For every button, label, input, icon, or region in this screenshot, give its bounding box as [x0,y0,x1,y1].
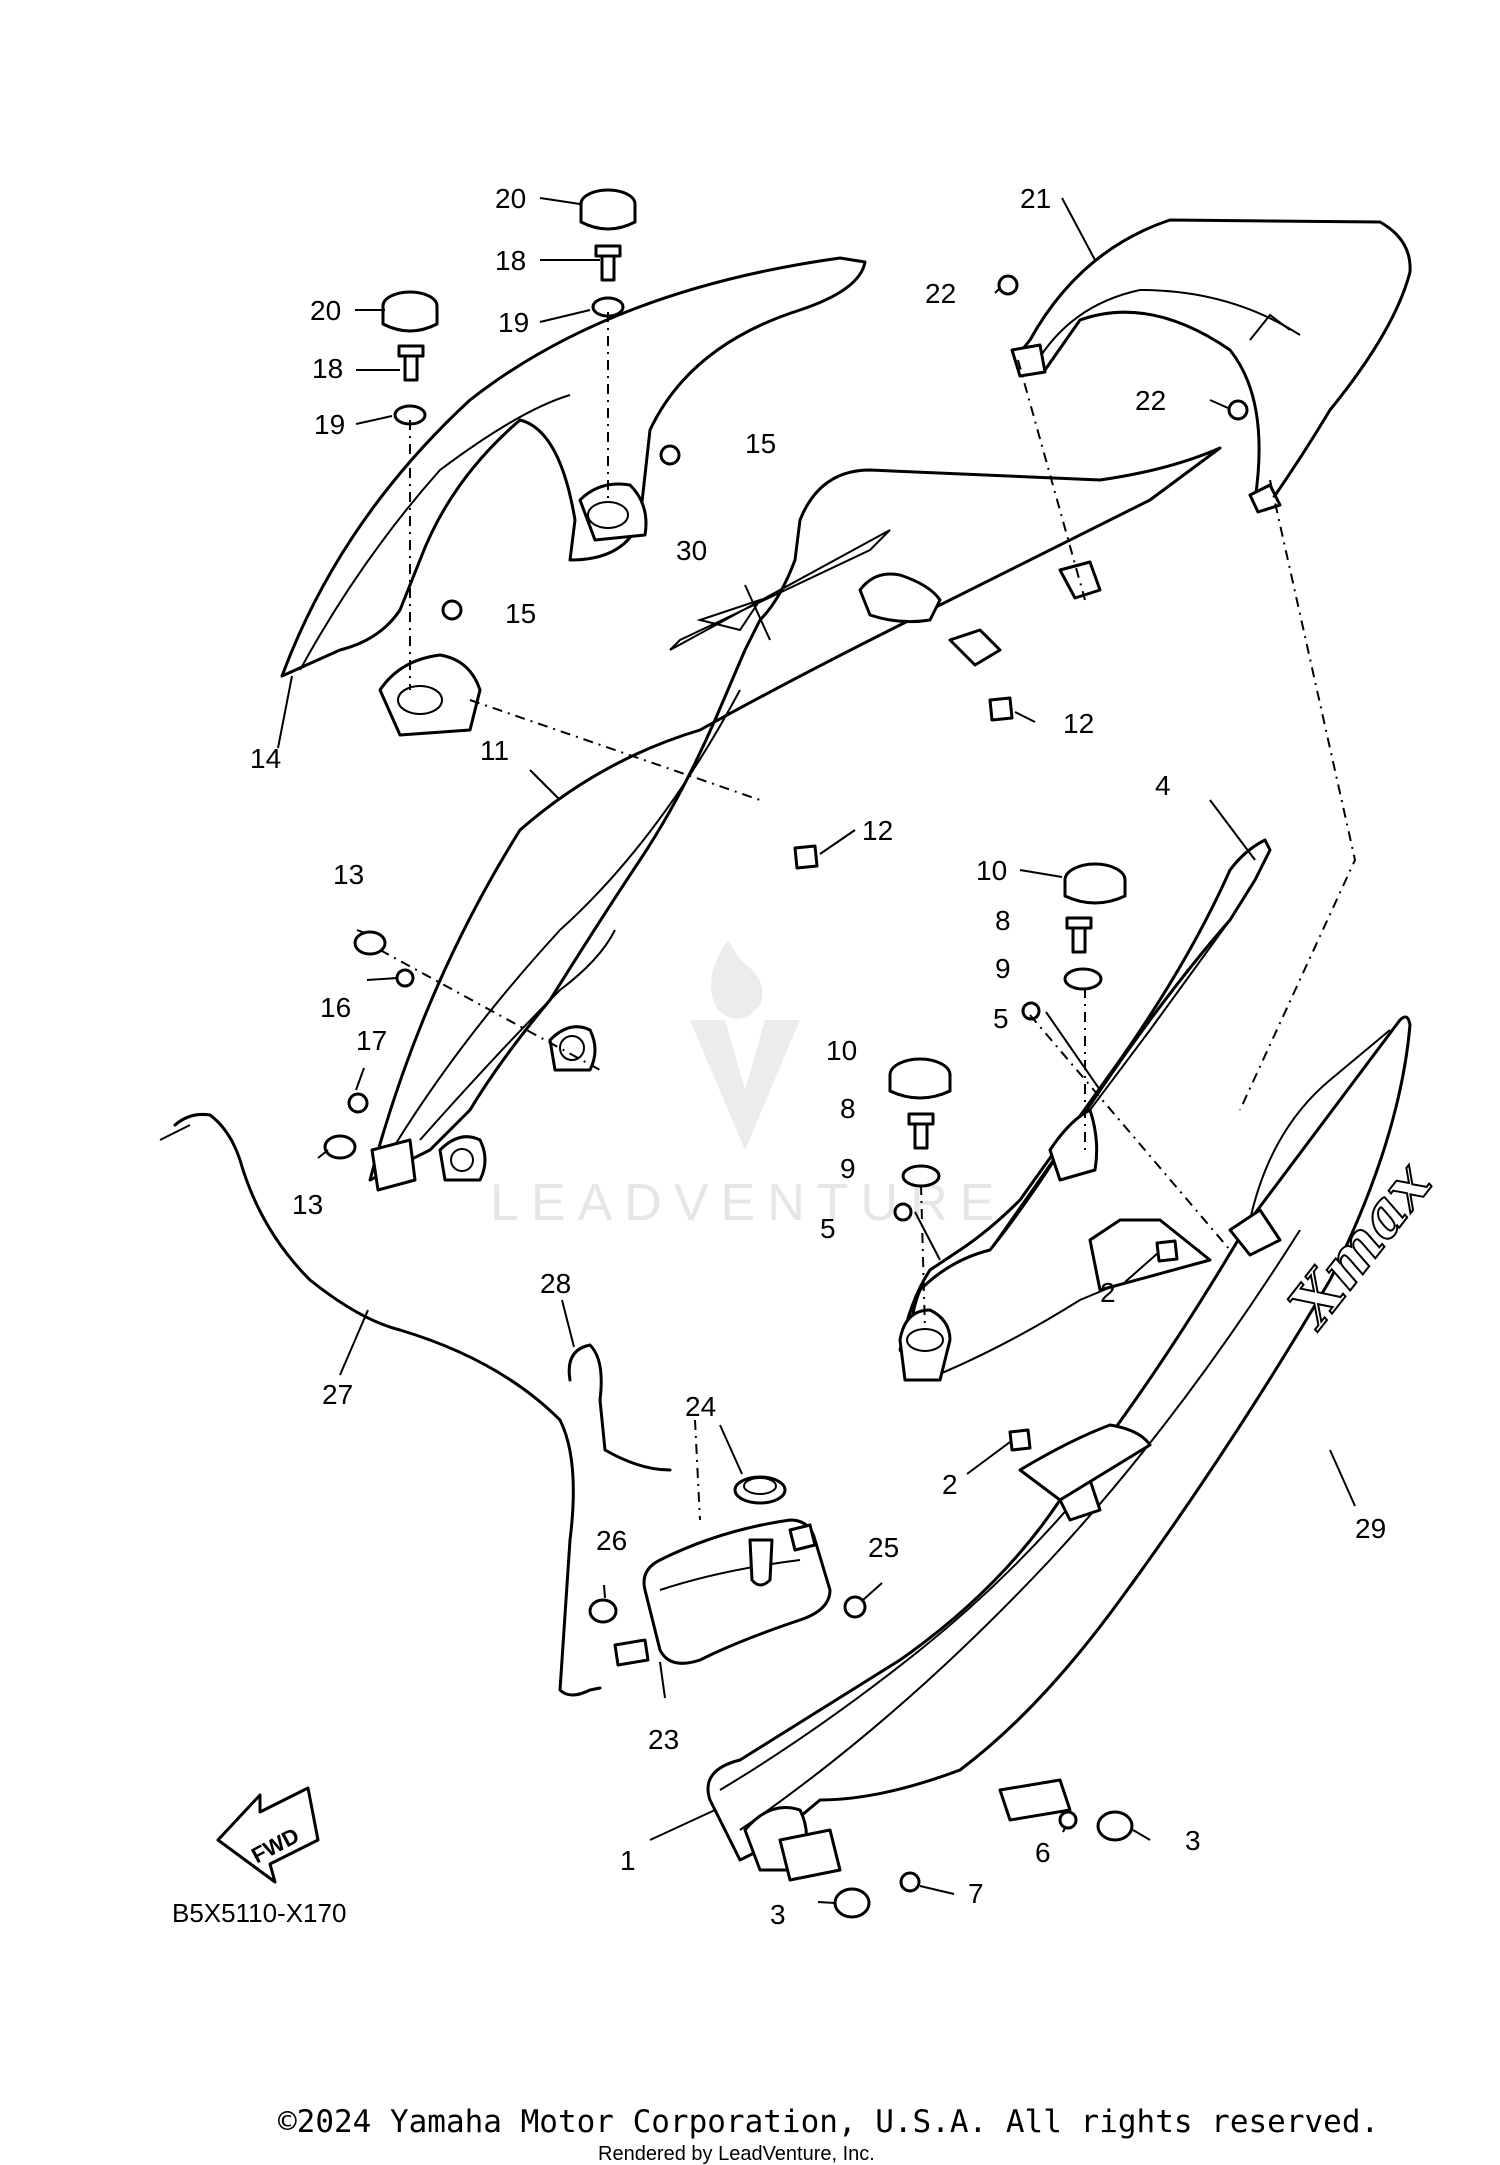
callout-18: 18 [312,353,343,384]
diagram-code: B5X5110-X170 [172,1898,346,1928]
callout-9: 9 [995,953,1011,984]
callout-13: 13 [292,1189,323,1220]
callout-18: 18 [495,245,526,276]
callout-19: 19 [498,307,529,338]
rendered-by-text: Rendered by LeadVenture, Inc. [598,2143,875,2165]
part-15-screw-b [441,599,463,621]
callout-21: 21 [1020,183,1051,214]
part-27-hose [159,1113,602,1697]
callout-17: 17 [356,1025,387,1056]
copyright-text: ©2024 Yamaha Motor Corporation, U.S.A. A… [278,2104,1379,2140]
callout-15: 15 [505,598,536,629]
part-6-screw [1058,1810,1078,1830]
part-22-screw-b [1227,399,1249,421]
callout-25: 25 [868,1532,899,1563]
callout-28: 28 [540,1268,571,1299]
callout-2: 2 [1100,1277,1116,1308]
callout-23: 23 [648,1724,679,1755]
part-23-reservoir-tank [613,1518,832,1667]
part-16-screw [395,968,415,988]
callouts: 20 18 19 20 18 19 15 15 14 30 21 22 22 1… [250,183,1386,1930]
part-22-screw-a [997,274,1019,296]
part-12-nut-a [988,696,1014,722]
part-14-front-upper-cover [280,256,867,737]
callout-13: 13 [333,859,364,890]
callout-2: 2 [942,1469,958,1500]
part-28-hose [567,1343,672,1472]
callout-11: 11 [480,735,509,766]
part-3-grommet-b [833,1887,871,1919]
part-2-nut-a [1155,1239,1179,1263]
part-1-side-cover [706,1015,1412,1882]
callout-10: 10 [826,1035,857,1066]
part-30-decal [669,529,891,651]
callout-9: 9 [840,1153,856,1184]
callout-19: 19 [314,409,345,440]
callout-7: 7 [968,1878,984,1909]
callout-6: 6 [1035,1837,1051,1868]
part-11-inner-panel [368,446,1222,1192]
callout-27: 27 [322,1379,353,1410]
part-7-screw [899,1871,921,1893]
callout-16: 16 [320,992,351,1023]
part-9-washer-a [1063,967,1103,991]
callout-12: 12 [862,815,893,846]
part-15-screw-a [659,444,681,466]
callout-29: 29 [1355,1513,1386,1544]
callout-1: 1 [620,1845,636,1876]
callout-3: 3 [770,1899,786,1930]
callout-15: 15 [745,428,776,459]
part-3-grommet-a [1096,1810,1134,1842]
part-12-nut-b [793,844,819,870]
leader-lines [277,197,1356,1904]
callout-22: 22 [1135,385,1166,416]
callout-30: 30 [676,535,707,566]
part-26-grommet [588,1598,618,1624]
callout-8: 8 [840,1093,856,1124]
callout-4: 4 [1155,770,1171,801]
callout-3: 3 [1185,1825,1201,1856]
callout-26: 26 [596,1525,627,1556]
callout-5: 5 [820,1213,836,1244]
part-17-screw [347,1092,369,1114]
part-21-rear-upper-cover [1010,218,1412,514]
part-13-grommet-b [323,1134,357,1160]
part-5-screw-b [893,1202,913,1222]
part-13-grommet-a [353,930,387,956]
part-2-nut-b [1008,1428,1032,1452]
callout-8: 8 [995,905,1011,936]
callout-5: 5 [993,1003,1009,1034]
callout-24: 24 [685,1391,716,1422]
callout-20: 20 [310,295,341,326]
callout-10: 10 [976,855,1007,886]
part-25-bolt [843,1595,867,1619]
callout-20: 20 [495,183,526,214]
part-5-screw-a [1021,1001,1041,1021]
callout-14: 14 [250,743,281,774]
part-24-cap [733,1475,787,1505]
part-9-washer-b [901,1164,941,1188]
fasteners [323,188,1249,1919]
callout-12: 12 [1063,708,1094,739]
callout-22: 22 [925,278,956,309]
fwd-arrow-icon: FWD [216,1786,320,1884]
